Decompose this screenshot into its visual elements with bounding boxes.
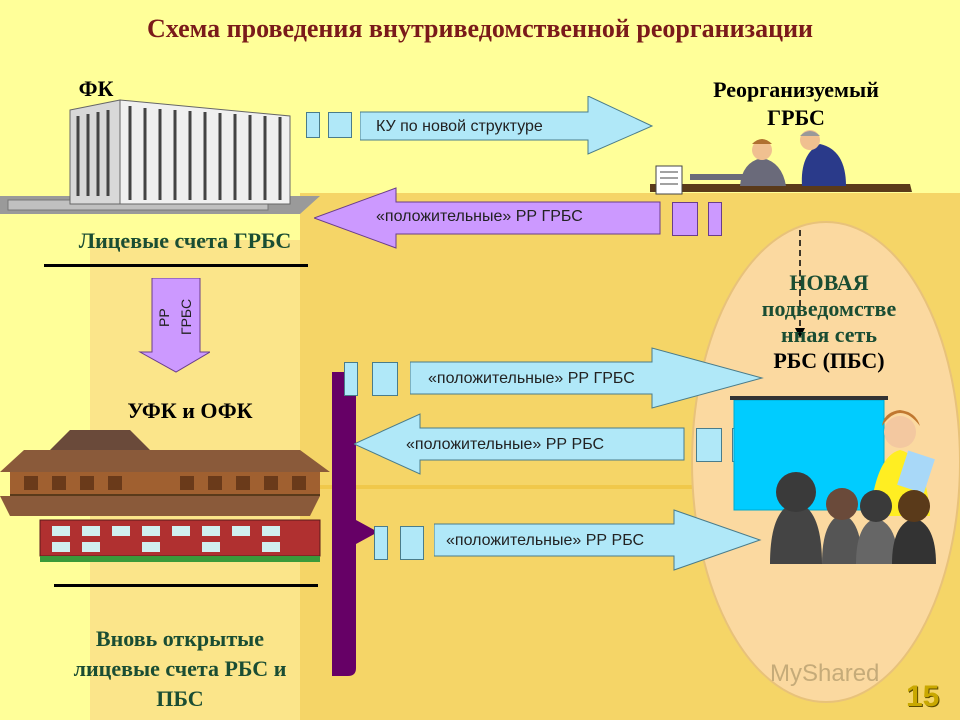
- positive-rbs-left-label: «положительные» РР РБС: [406, 436, 605, 453]
- fk-accounts-label: Лицевые счета ГРБС: [78, 228, 292, 253]
- ku-arrow: [360, 96, 654, 155]
- new-accounts-label: Вновь открытые лицевые счета РБС и ПБС: [73, 626, 287, 711]
- divider: [44, 264, 308, 267]
- positive-grbs-top-arrow: [314, 187, 661, 249]
- positive-grbs-top-label: «положительные» РР ГРБС: [376, 208, 583, 225]
- ufk-building-icon: [0, 430, 330, 562]
- positive-grbs-mid-arrow: [410, 347, 764, 409]
- meeting-people-icon: [650, 130, 912, 195]
- network-label: НОВАЯ подведомстве нная сеть РБС (ПБС): [761, 270, 897, 373]
- ku-arrow-label: КУ по новой структуре: [376, 118, 543, 135]
- bracket: [332, 372, 356, 676]
- ufk-label: УФК и ОФК: [127, 398, 253, 423]
- positive-grbs-mid-label: «положительные» РР ГРБС: [428, 370, 635, 387]
- rr-label: РР: [156, 308, 172, 328]
- grbs-label: Реорганизуемый ГРБС: [713, 77, 879, 130]
- positive-rbs-bottom-label: «положительные» РР РБС: [446, 532, 645, 549]
- page-title: Схема проведения внутриведомственной рео…: [146, 14, 814, 43]
- positive-rbs-bottom-arrow: [434, 509, 762, 571]
- grbs-vertical-label: ГРБС: [178, 298, 194, 336]
- fk-label: ФК: [78, 76, 114, 101]
- divider-bottom: [54, 584, 318, 587]
- fk-building-icon: [0, 99, 320, 214]
- watermark: MyShared: [770, 660, 880, 687]
- presentation-people-icon: [730, 396, 936, 564]
- rr-grbs-down-arrow: [138, 278, 210, 373]
- positive-rbs-left-arrow: [354, 413, 685, 475]
- page-number: 15: [906, 680, 940, 713]
